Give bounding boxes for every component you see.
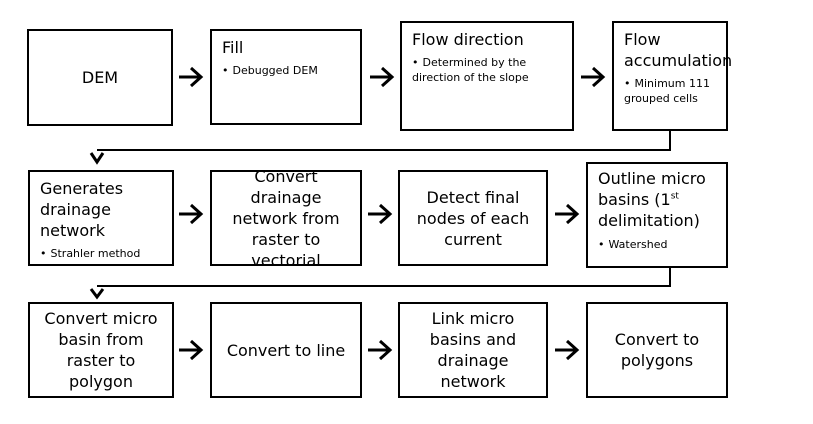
box-flow-direction-title: Flow direction (412, 30, 524, 49)
box-outline-micro-basins-title: Outline micro basins (1st delimitation) (598, 168, 718, 231)
box-flow-accumulation-title: Flow accumulation (624, 30, 733, 70)
box-generates-drainage: Generates drainage network Strahler meth… (28, 170, 174, 266)
connector-row1-to-row2 (89, 131, 671, 165)
arrow-dem-to-fill (179, 66, 204, 88)
arrow-fill-to-flow-direction (370, 66, 395, 88)
box-fill-bullet: Debugged DEM (222, 63, 352, 78)
box-convert-to-polygons: Convert to polygons (586, 302, 728, 398)
box-detect-nodes-title: Detect final nodes of each current (416, 187, 530, 249)
box-convert-drainage-title: Convert drainage network from raster to … (232, 166, 340, 270)
box-detect-nodes: Detect final nodes of each current (398, 170, 548, 266)
box-dem: DEM (27, 29, 173, 126)
box-generates-drainage-title: Generates drainage network (40, 179, 124, 240)
box-flow-direction: Flow direction Determined by the directi… (400, 21, 574, 131)
outline-title-pre: Outline micro basins (1 (598, 169, 706, 209)
box-convert-drainage: Convert drainage network from raster to … (210, 167, 362, 270)
box-flow-direction-bullet: Determined by the direction of the slope (412, 55, 562, 85)
box-outline-micro-basins-bullet: Watershed (598, 237, 718, 252)
box-convert-to-polygons-title: Convert to polygons (614, 330, 700, 370)
arrow-detect-to-outline (555, 203, 580, 225)
arrow-link-to-polygons (555, 339, 580, 361)
arrow-convert-basin-to-line (179, 339, 204, 361)
box-convert-to-line: Convert to line (210, 302, 362, 398)
box-dem-title: DEM (81, 68, 119, 87)
box-flow-accumulation: Flow accumulation Minimum 111 grouped ce… (612, 21, 733, 131)
box-convert-to-line-title: Convert to line (226, 340, 346, 360)
connector-row2-to-row3 (89, 268, 671, 300)
box-link-micro-basins: Link micro basins and drainage network (398, 302, 548, 398)
box-fill: Fill Debugged DEM (210, 29, 362, 125)
arrow-flow-direction-to-accumulation (581, 66, 606, 88)
box-generates-drainage-bullet: Strahler method (40, 246, 164, 261)
box-link-micro-basins-title: Link micro basins and drainage network (429, 309, 517, 391)
outline-title-post: delimitation) (598, 211, 700, 230)
arrow-generates-to-convert-drainage (179, 203, 204, 225)
arrow-line-to-link (368, 339, 393, 361)
box-convert-micro-basin: Convert micro basin from raster to polyg… (28, 302, 174, 398)
box-fill-title: Fill (222, 38, 244, 57)
box-outline-micro-basins: Outline micro basins (1st delimitation) … (586, 162, 728, 268)
box-flow-accumulation-bullet: Minimum 111 grouped cells (624, 76, 714, 106)
outline-title-sup: st (670, 191, 679, 202)
arrow-convert-drainage-to-detect (368, 203, 393, 225)
box-convert-micro-basin-title: Convert micro basin from raster to polyg… (44, 309, 158, 391)
